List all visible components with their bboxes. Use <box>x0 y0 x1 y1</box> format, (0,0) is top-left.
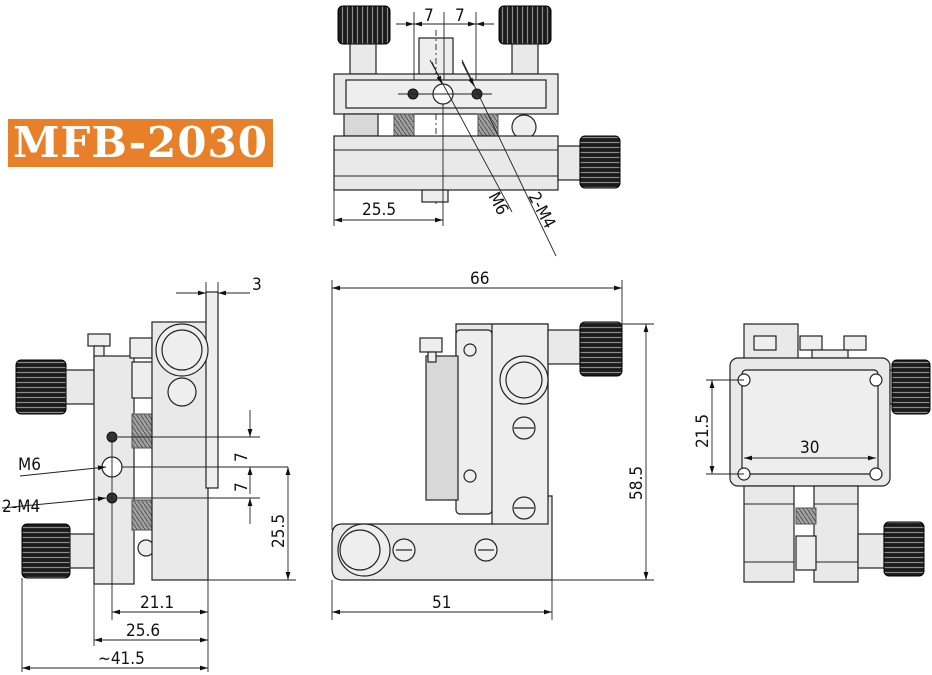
dim-front-width: 66 <box>470 269 489 289</box>
back-knob-top <box>891 359 931 415</box>
dim-side-m6: M6 <box>18 455 41 475</box>
side-knob-lower <box>21 523 71 579</box>
back-knob-bottom <box>883 521 925 577</box>
dim-top-width: 25.5 <box>362 200 396 220</box>
top-knob-side <box>579 135 621 189</box>
dim-front-height: 58.5 <box>627 466 647 500</box>
dim-side-w3: ~41.5 <box>98 649 145 669</box>
dim-top-m6: M6 <box>484 189 512 219</box>
back-hole-tr <box>869 373 883 387</box>
front-knob-top <box>579 321 623 377</box>
dim-side-m4: 2-M4 <box>2 497 40 517</box>
dim-side-gap-upper: 7 <box>232 452 252 462</box>
dim-side-w1: 21.1 <box>140 593 174 613</box>
dim-side-height: 25.5 <box>269 514 289 548</box>
model-badge: MFB-2030 <box>8 119 273 167</box>
dim-front-base: 51 <box>432 593 451 613</box>
back-view: 21.5 30 <box>693 323 931 583</box>
dim-top-m4: 2-M4 <box>524 189 560 232</box>
top-knob-left <box>337 5 391 45</box>
dim-side-gap-lower: 7 <box>232 482 252 492</box>
dim-top-gap-right: 7 <box>455 6 465 26</box>
dim-back-width: 30 <box>800 438 819 458</box>
side-knob-upper <box>15 359 67 415</box>
side-view: 3 7 7 25.5 M6 2-M4 21.1 25.6 ~41.5 <box>1 275 296 672</box>
dim-top-gap-left: 7 <box>424 6 434 26</box>
top-knob-right <box>498 5 552 45</box>
dim-side-w2: 25.6 <box>126 621 160 641</box>
front-view: 66 58.5 51 <box>331 269 654 620</box>
top-view: 7 7 25.5 M6 2-M4 <box>333 5 621 257</box>
dim-side-plate: 3 <box>252 275 262 295</box>
dim-back-height: 21.5 <box>693 414 713 448</box>
back-hole-br <box>869 467 883 481</box>
